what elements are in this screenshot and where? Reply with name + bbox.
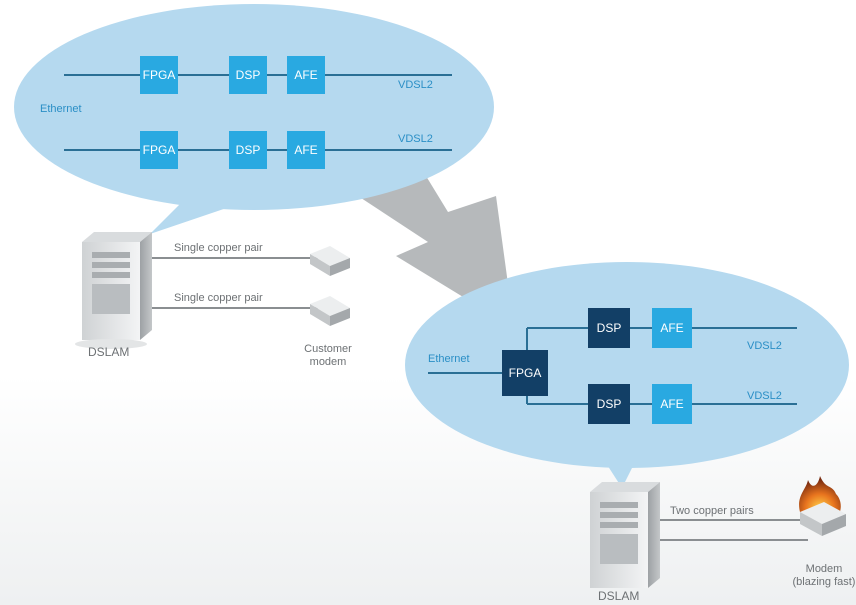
customer-modem-icon (310, 296, 350, 326)
fast-modem-icon (800, 502, 846, 536)
bottom-bubble (405, 262, 849, 488)
right-dslam-label: DSLAM (598, 589, 639, 603)
afe-block (652, 308, 692, 348)
afe-block-label: AFE (294, 68, 317, 82)
dsp-block (229, 56, 267, 94)
dsp-block (229, 131, 267, 169)
afe-block-label: AFE (660, 321, 683, 335)
afe-block (287, 131, 325, 169)
customer-modem-label: Customer (304, 343, 352, 355)
dsp-block-label: DSP (236, 143, 261, 157)
dsp-block-label: DSP (597, 397, 622, 411)
top-bubble (14, 4, 494, 234)
fast-modem-label: Modem (806, 563, 843, 575)
fpga-block (140, 131, 178, 169)
fast-modem-label: (blazing fast) (793, 576, 856, 588)
dsp-block (588, 308, 630, 348)
bottom-ethernet-label: Ethernet (428, 353, 470, 365)
bottom-bubble-network: FPGA DSP AFE VDSL2 DSP AFE VDSL2 (428, 308, 797, 424)
vdsl2-label: VDSL2 (747, 340, 782, 352)
fpga-block (140, 56, 178, 94)
fpga-block-label: FPGA (143, 68, 176, 82)
copper-pair-label: Single copper pair (174, 242, 263, 254)
customer-modem-label: modem (310, 356, 347, 368)
top-row-1: FPGA DSP AFE VDSL2 (64, 56, 452, 94)
afe-block-label: AFE (294, 143, 317, 157)
afe-block (652, 384, 692, 424)
fpga-block-label: FPGA (509, 366, 542, 380)
customer-modem-icon (310, 246, 350, 276)
vdsl2-label: VDSL2 (398, 133, 433, 145)
afe-block (287, 56, 325, 94)
dsp-block (588, 384, 630, 424)
left-dslam-label: DSLAM (88, 345, 129, 359)
fpga-block (502, 350, 548, 396)
top-row-2: FPGA DSP AFE VDSL2 (64, 131, 452, 169)
vdsl2-label: VDSL2 (398, 79, 433, 91)
afe-block-label: AFE (660, 397, 683, 411)
left-dslam-icon (75, 232, 152, 349)
top-ethernet-label: Ethernet (40, 103, 82, 115)
dsp-block-label: DSP (597, 321, 622, 335)
two-copper-pairs-label: Two copper pairs (670, 505, 754, 517)
dsp-block-label: DSP (236, 68, 261, 82)
vdsl2-label: VDSL2 (747, 390, 782, 402)
fpga-block-label: FPGA (143, 143, 176, 157)
right-dslam-icon (590, 482, 660, 588)
copper-pair-label: Single copper pair (174, 292, 263, 304)
